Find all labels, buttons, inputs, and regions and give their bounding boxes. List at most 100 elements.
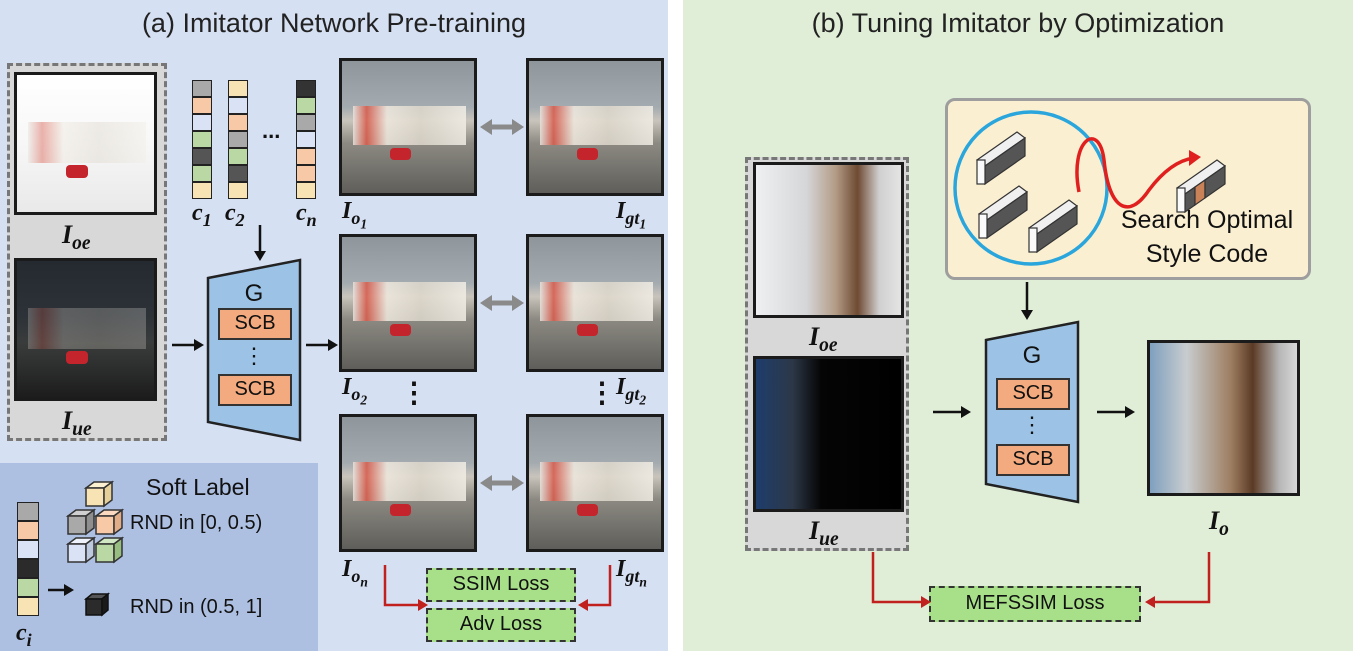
tuning-underexposed-label: Iue — [809, 516, 839, 551]
mefssim-loss-box: MEFSSIM Loss — [929, 586, 1141, 622]
generator-a-scb-bottom: SCB — [218, 374, 292, 406]
style-code-cell — [192, 114, 212, 131]
generator-b: G SCB ⋮ SCB — [984, 320, 1080, 504]
arrow-tuning-inputs-to-generator — [933, 406, 971, 418]
style-code-cell — [192, 97, 212, 114]
code-label-1: c1 — [192, 200, 212, 230]
output-image-2 — [339, 234, 477, 372]
soft-code-cell — [17, 540, 39, 559]
generator-a-dots: ⋮ — [243, 343, 265, 368]
soft-label-title: Soft Label — [146, 474, 250, 500]
style-code-cell — [192, 80, 212, 97]
style-code-cell — [192, 182, 212, 199]
ground-truth-image-2 — [526, 234, 664, 372]
style-code-cell — [228, 80, 248, 97]
style-code-cell — [228, 131, 248, 148]
arrow-inputs-to-generator — [172, 339, 204, 351]
style-code-cell — [296, 80, 316, 97]
style-code-cell — [296, 148, 316, 165]
output-image-n — [339, 414, 477, 552]
tuning-underexposed-image — [753, 356, 904, 512]
search-label-line1: Search Optimal — [1120, 206, 1294, 234]
style-code-cell — [228, 97, 248, 114]
panel-a-pretraining: (a) Imitator Network Pre-training Ioe Iu… — [0, 0, 668, 651]
ground-truth-image-n — [526, 414, 664, 552]
gt-vertical-dots: ⋮ — [588, 377, 616, 408]
output-label-2: Io2 — [342, 374, 368, 408]
loss-arrows-a — [383, 565, 612, 611]
style-code-cell — [228, 148, 248, 165]
arrow-search-to-generator — [1021, 282, 1033, 320]
generator-b-dots: ⋮ — [1021, 412, 1043, 437]
panel-b-tuning: (b) Tuning Imitator by Optimization — [683, 0, 1353, 651]
output-image-1 — [339, 58, 477, 196]
tuning-overexposed-label: Ioe — [809, 322, 838, 357]
search-illustration — [953, 110, 1227, 266]
gt-label-2: Igt2 — [616, 374, 647, 408]
code-label-2: c2 — [225, 200, 245, 230]
output-vertical-dots: ⋮ — [400, 377, 428, 408]
hard-range-label: RND in (0.5, 1] — [130, 596, 263, 618]
overexposed-input-image — [14, 72, 157, 215]
generator-b-scb-top: SCB — [996, 378, 1070, 410]
soft-label-panel — [0, 463, 318, 651]
generator-a: G SCB ⋮ SCB — [206, 258, 302, 442]
style-code-set — [192, 80, 332, 200]
generator-b-label: G — [1022, 342, 1042, 369]
ssim-loss-box: SSIM Loss — [426, 568, 576, 602]
generator-b-scb-bottom: SCB — [996, 444, 1070, 476]
output-label-1: Io1 — [342, 198, 368, 232]
style-code-cell — [296, 131, 316, 148]
adv-loss-box: Adv Loss — [426, 608, 576, 642]
compare-arrow-2 — [480, 295, 524, 311]
generator-a-scb-top: SCB — [218, 308, 292, 340]
hard-cube-icon — [83, 592, 111, 617]
gt-label-n: Igtn — [616, 556, 647, 590]
panel-a-title: (a) Imitator Network Pre-training — [141, 8, 527, 38]
soft-code-cell — [17, 521, 39, 540]
soft-cubes-icon — [65, 480, 125, 564]
style-code-cell — [192, 148, 212, 165]
style-code-cell — [192, 165, 212, 182]
code-label-n: cn — [296, 200, 317, 230]
style-code-cell — [296, 97, 316, 114]
tuning-output-image — [1147, 340, 1300, 496]
style-code-cell — [228, 114, 248, 131]
underexposed-input-image — [14, 258, 157, 401]
code-ellipsis: ... — [262, 118, 281, 143]
search-style-code-box — [945, 98, 1311, 280]
style-code-cell — [228, 165, 248, 182]
soft-code-cell — [17, 559, 39, 578]
style-code-cell — [296, 182, 316, 199]
style-code-cell — [192, 131, 212, 148]
panel-b-title: (b) Tuning Imitator by Optimization — [811, 8, 1225, 38]
optimal-style-code-cube — [1175, 159, 1227, 214]
generator-a-label: G — [244, 280, 264, 307]
soft-code-cell — [17, 502, 39, 521]
soft-label-code-column — [17, 502, 41, 622]
compare-arrow-n — [480, 475, 524, 491]
compare-arrow-1 — [480, 119, 524, 135]
style-code-cell — [296, 114, 316, 131]
style-code-cubes — [975, 131, 1079, 254]
soft-code-cell — [17, 597, 39, 616]
ground-truth-image-1 — [526, 58, 664, 196]
overexposed-input-label: Ioe — [62, 220, 91, 255]
tuning-overexposed-image — [753, 162, 904, 318]
style-code-cell — [228, 182, 248, 199]
gt-label-1: Igt1 — [616, 198, 647, 232]
arrow-generator-to-output — [1097, 406, 1135, 418]
soft-code-cell — [17, 578, 39, 597]
search-space-circle — [953, 110, 1109, 266]
output-label-n: Ion — [342, 556, 368, 590]
loss-arrows-b — [871, 552, 1211, 608]
soft-label-code-label: ci — [16, 620, 32, 650]
search-path-arrow — [1075, 137, 1195, 209]
arrow-codes-to-generator — [254, 225, 266, 261]
underexposed-input-label: Iue — [62, 406, 92, 441]
style-code-cell — [296, 165, 316, 182]
tuning-output-label: Io — [1209, 506, 1229, 541]
arrow-generator-to-outputs — [306, 339, 338, 351]
search-label-line2: Style Code — [1145, 240, 1269, 268]
soft-label-arrow — [48, 584, 74, 596]
